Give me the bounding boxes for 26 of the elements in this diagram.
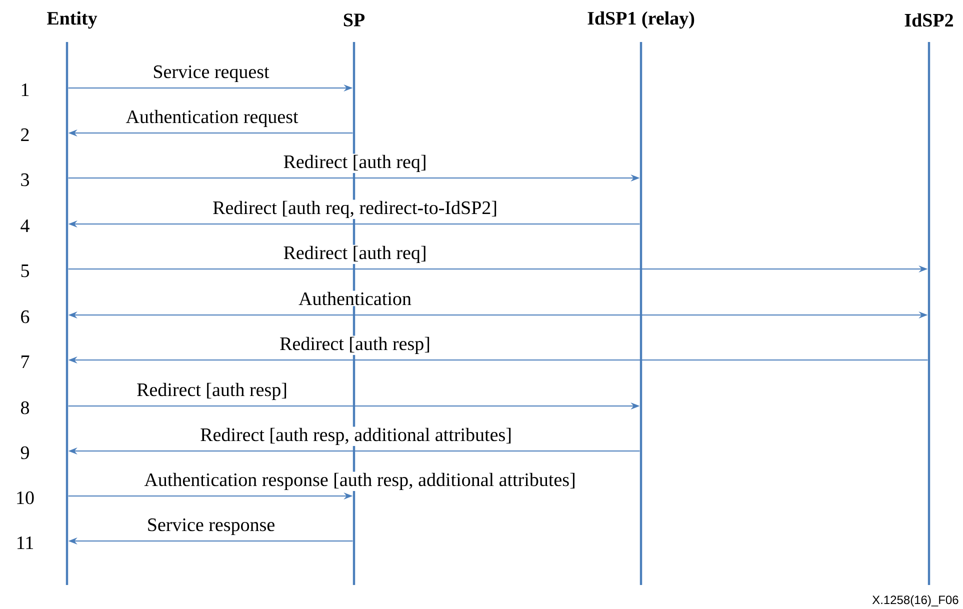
message-label: Authentication request (124, 108, 300, 128)
step-number: 3 (21, 173, 29, 186)
message-label: Redirect [auth req] (282, 244, 428, 264)
participant-label: Entity (47, 11, 98, 29)
step-number: 7 (22, 356, 30, 368)
step-number: 9 (20, 446, 29, 460)
step-number: 10 (17, 491, 34, 504)
message-label: Authentication (298, 290, 412, 306)
participant-label: SP (344, 14, 365, 26)
message-label: Redirect [auth req, redirect-to-IdSP2] (212, 200, 498, 220)
message-label: Redirect [auth resp] (136, 382, 288, 402)
message-label: Service request (152, 64, 270, 84)
step-number: 1 (22, 83, 29, 96)
participant-label: IdSP2 (904, 13, 953, 27)
step-number: 8 (20, 401, 30, 414)
message-label: Service response (146, 517, 276, 536)
step-number: 4 (20, 220, 30, 232)
message-label: Authentication response [auth resp, additional attributes] (143, 472, 577, 492)
message-label: Redirect [auth req] (282, 154, 428, 174)
step-number: 5 (21, 264, 29, 278)
step-number: 11 (18, 536, 34, 549)
participant-label: IdSP1 (relay) (588, 11, 694, 29)
message-label: Redirect [auth resp] (278, 336, 432, 356)
message-label: Redirect [auth resp, additional attributes] (199, 426, 513, 446)
step-number: 6 (21, 310, 30, 324)
step-number: 2 (21, 128, 29, 141)
